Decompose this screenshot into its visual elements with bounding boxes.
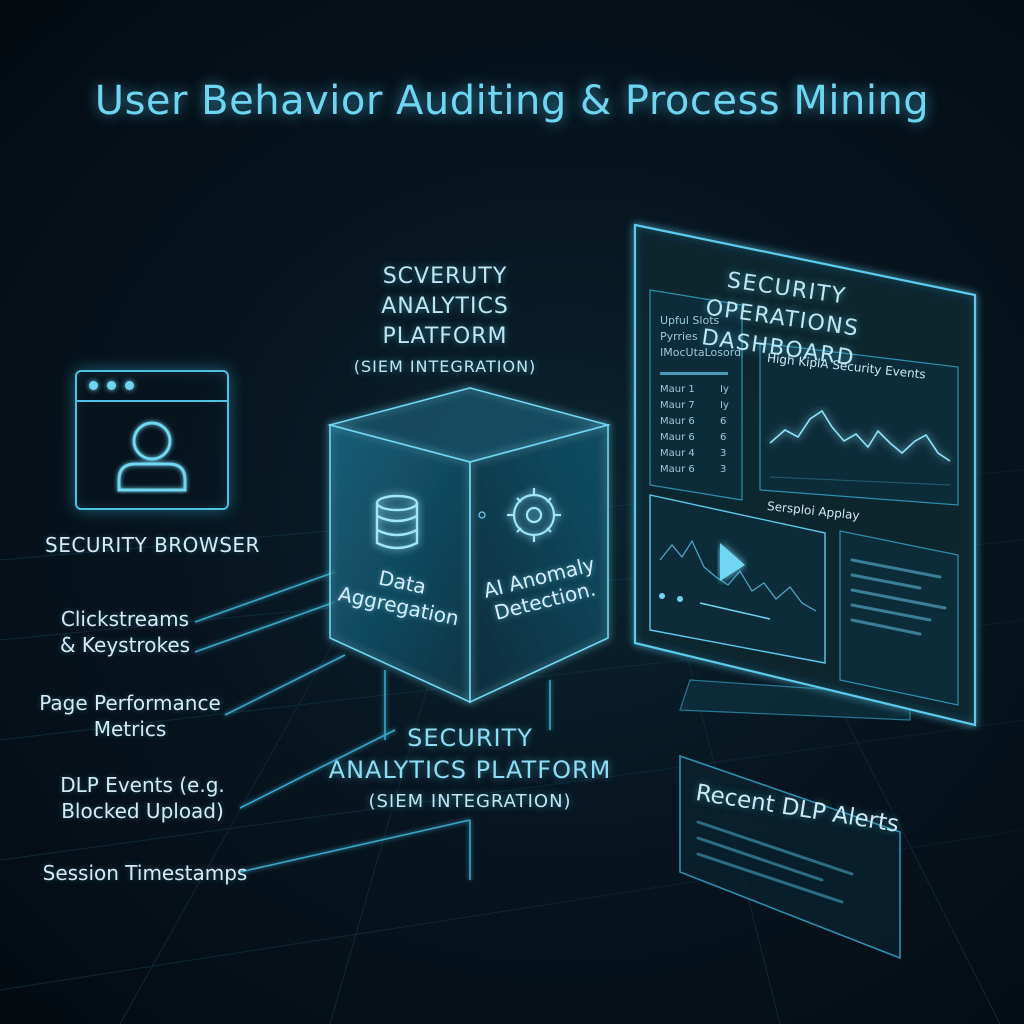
user-icon [117,421,187,492]
platform-subtitle: (SIEM INTEGRATION) [368,791,572,812]
window-dot-icon [125,381,134,390]
window-dot-icon [107,381,116,390]
database-icon [375,494,419,550]
page-title: User Behavior Auditing & Process Mining [94,78,930,124]
source-label-performance: Page Performance Metrics [30,690,230,742]
platform-label-upper: SCVERUTY ANALYTICS PLATFORM (SIEM INTEGR… [330,262,560,382]
source-label-dlp-events: DLP Events (e.g. Blocked Upload) [45,772,240,824]
security-events-line [769,409,951,462]
list-divider [660,372,728,375]
source-line: DLP Events (e.g. [60,773,225,797]
list-header-line: Upful Slots [660,314,720,327]
list-header-line: Pyrries [660,330,698,343]
list-header-line: IMocUtaLosord [660,346,742,359]
source-line: Page Performance [39,691,221,715]
source-label-clickstreams: Clickstreams & Keystrokes [40,606,210,658]
dlp-alerts-panel [679,754,901,960]
browser-window-icon [75,370,229,510]
platform-line: SECURITY [407,724,533,752]
dashboard-monitor [633,223,977,727]
platform-subtitle: (SIEM INTEGRATION) [353,357,537,376]
anomaly-detection-icon [507,488,561,542]
source-line: & Keystrokes [59,633,191,657]
play-icon [720,543,745,581]
dashboard-list-header: Upful Slots Pyrries IMocUtaLosord [660,313,750,361]
browser-label: SECURITY BROWSER [45,533,260,557]
source-line: Clickstreams [60,607,190,631]
browser-title-bar [77,372,227,402]
platform-line: PLATFORM [382,324,508,349]
source-label-session-timestamps: Session Timestamps [42,861,248,885]
platform-line: ANALYTICS PLATFORM [328,756,612,784]
source-line: Blocked Upload) [61,799,224,823]
window-dot-icon [89,381,98,390]
platform-line: SCVERUTY [382,264,508,289]
source-line: Metrics [93,717,167,741]
platform-line: ANALYTICS [381,294,509,319]
platform-label-lower: SECURITY ANALYTICS PLATFORM (SIEM INTEGR… [320,722,620,818]
analytics-cube [326,387,612,704]
